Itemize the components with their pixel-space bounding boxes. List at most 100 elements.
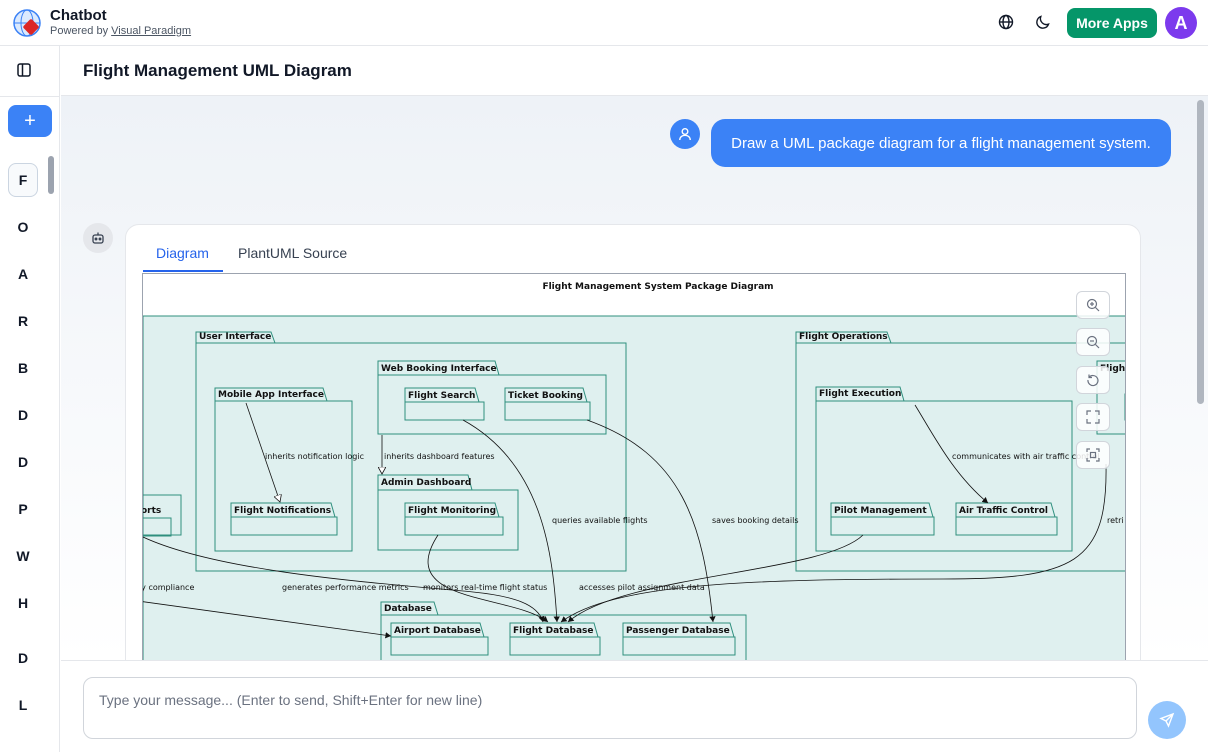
sidebar: + F O A R B D D P W H D L <box>0 46 60 752</box>
sidebar-divider <box>0 96 60 97</box>
user-avatar[interactable]: A <box>1165 7 1197 39</box>
reset-zoom-button[interactable] <box>1076 366 1110 394</box>
package-label: Air Traffic Control <box>959 506 1048 516</box>
send-icon <box>1159 712 1175 728</box>
package-label: Flight Operations <box>799 332 888 342</box>
package-mobile-app <box>214 387 353 552</box>
package-label: Passenger Database <box>626 626 730 636</box>
globe-icon[interactable] <box>996 12 1016 32</box>
zoom-out-icon <box>1086 335 1100 349</box>
relation-accesses-pilot <box>567 534 864 623</box>
package-label: Flight Database <box>513 626 594 636</box>
history-item[interactable]: B <box>17 360 29 376</box>
package-admin-dashboard <box>377 474 519 551</box>
moon-icon[interactable] <box>1033 12 1053 32</box>
fit-screen-icon <box>1086 448 1100 462</box>
tab-diagram[interactable]: Diagram <box>156 245 209 261</box>
package-flight-search <box>404 387 485 421</box>
package-airport-database <box>390 622 489 656</box>
powered-by: Powered by Visual Paradigm <box>50 25 191 37</box>
relation-label: saves booking details <box>712 516 799 525</box>
relation-label: communicates with air traffic control <box>952 452 1100 461</box>
sidebar-toggle-icon[interactable] <box>14 60 34 80</box>
powered-prefix: Powered by <box>50 25 112 37</box>
more-apps-button[interactable]: More Apps <box>1067 8 1157 38</box>
package-flight-monitoring <box>404 502 504 536</box>
package-label: Flight Monitoring <box>408 506 496 516</box>
package-database <box>380 601 747 660</box>
package-air-traffic-control <box>955 502 1058 536</box>
send-button[interactable] <box>1148 701 1186 739</box>
visual-paradigm-logo <box>13 9 41 37</box>
package-diagram: Flight Management System Package Diagram… <box>143 282 1126 660</box>
relation-label: queries available flights <box>552 516 648 525</box>
bot-avatar <box>83 223 113 253</box>
package-label: Web Booking Interface <box>381 364 497 374</box>
diagram-viewer[interactable]: Flight Management System Package Diagram… <box>142 273 1126 660</box>
relation-label: monitors real-time flight status <box>423 583 547 592</box>
visual-paradigm-link[interactable]: Visual Paradigm <box>111 25 192 37</box>
zoom-in-button[interactable] <box>1076 291 1110 319</box>
relation-label: inherits dashboard features <box>384 452 495 461</box>
package-user-interface <box>195 331 627 572</box>
package-label: User Interface <box>199 332 271 342</box>
zoom-out-button[interactable] <box>1076 328 1110 356</box>
history-item[interactable]: F <box>8 163 38 197</box>
user-message-bubble: Draw a UML package diagram for a flight … <box>711 119 1171 167</box>
sidebar-scrollbar[interactable] <box>48 156 54 194</box>
package-flight-database <box>509 622 601 656</box>
bot-icon <box>92 232 104 244</box>
chat-scrollbar[interactable] <box>1197 100 1204 404</box>
package-flight-partial-body <box>1124 393 1125 421</box>
new-chat-button[interactable]: + <box>8 105 52 137</box>
history-item[interactable]: L <box>18 697 28 713</box>
history-item[interactable]: O <box>17 219 29 235</box>
package-label: Flight <box>1100 364 1126 374</box>
user-message-avatar <box>670 119 700 149</box>
package-flight-operations <box>795 331 1125 572</box>
history-item[interactable]: D <box>17 650 29 666</box>
active-tab-indicator <box>143 270 223 272</box>
package-label: orts <box>143 506 161 516</box>
history-item[interactable]: W <box>16 548 30 564</box>
relation-generates-metrics <box>143 536 545 623</box>
package-web-booking <box>377 360 607 435</box>
package-flight-execution <box>815 386 1073 552</box>
app-title: Chatbot <box>50 7 107 24</box>
relation-retrieves <box>560 463 1107 623</box>
tab-plantuml-source[interactable]: PlantUML Source <box>238 245 348 261</box>
message-input[interactable] <box>83 677 1137 739</box>
package-label: Mobile App Interface <box>218 390 324 400</box>
relation-label: ory compliance <box>143 583 194 592</box>
top-bar: Chatbot Powered by Visual Paradigm More … <box>0 0 1208 46</box>
bot-response-card: Diagram PlantUML Source Flight Managemen… <box>125 224 1141 660</box>
chat-header: Flight Management UML Diagram <box>61 46 1208 96</box>
package-label: Ticket Booking <box>508 391 583 401</box>
relation-label: accesses pilot assignment data <box>579 583 705 592</box>
package-label: Flight Execution <box>819 389 901 399</box>
package-reports-body <box>143 517 172 537</box>
history-item[interactable]: R <box>17 313 29 329</box>
history-item[interactable]: D <box>17 407 29 423</box>
relation-compliance <box>143 601 392 639</box>
package-ticket-booking <box>504 387 591 421</box>
reset-icon <box>1087 374 1099 387</box>
fullscreen-button[interactable] <box>1076 403 1110 431</box>
history-item[interactable]: P <box>18 501 28 517</box>
history-item[interactable]: H <box>17 595 29 611</box>
package-label: Flight Search <box>408 391 475 401</box>
package-reports-partial <box>143 494 182 536</box>
relation-label: inherits notification logic <box>265 452 364 461</box>
package-flight-notifications <box>230 502 338 536</box>
history-item[interactable]: D <box>17 454 29 470</box>
package-label: Airport Database <box>394 626 481 636</box>
history-item[interactable]: A <box>17 266 29 282</box>
fit-to-screen-button[interactable] <box>1076 441 1110 469</box>
package-label: Admin Dashboard <box>381 478 471 488</box>
relation-queries-flights <box>462 419 560 623</box>
relation-saves-booking <box>586 419 716 623</box>
expand-icon <box>1086 410 1100 424</box>
relation-label: generates performance metrics <box>282 583 409 592</box>
package-label: Database <box>384 604 432 614</box>
zoom-in-icon <box>1086 298 1100 312</box>
